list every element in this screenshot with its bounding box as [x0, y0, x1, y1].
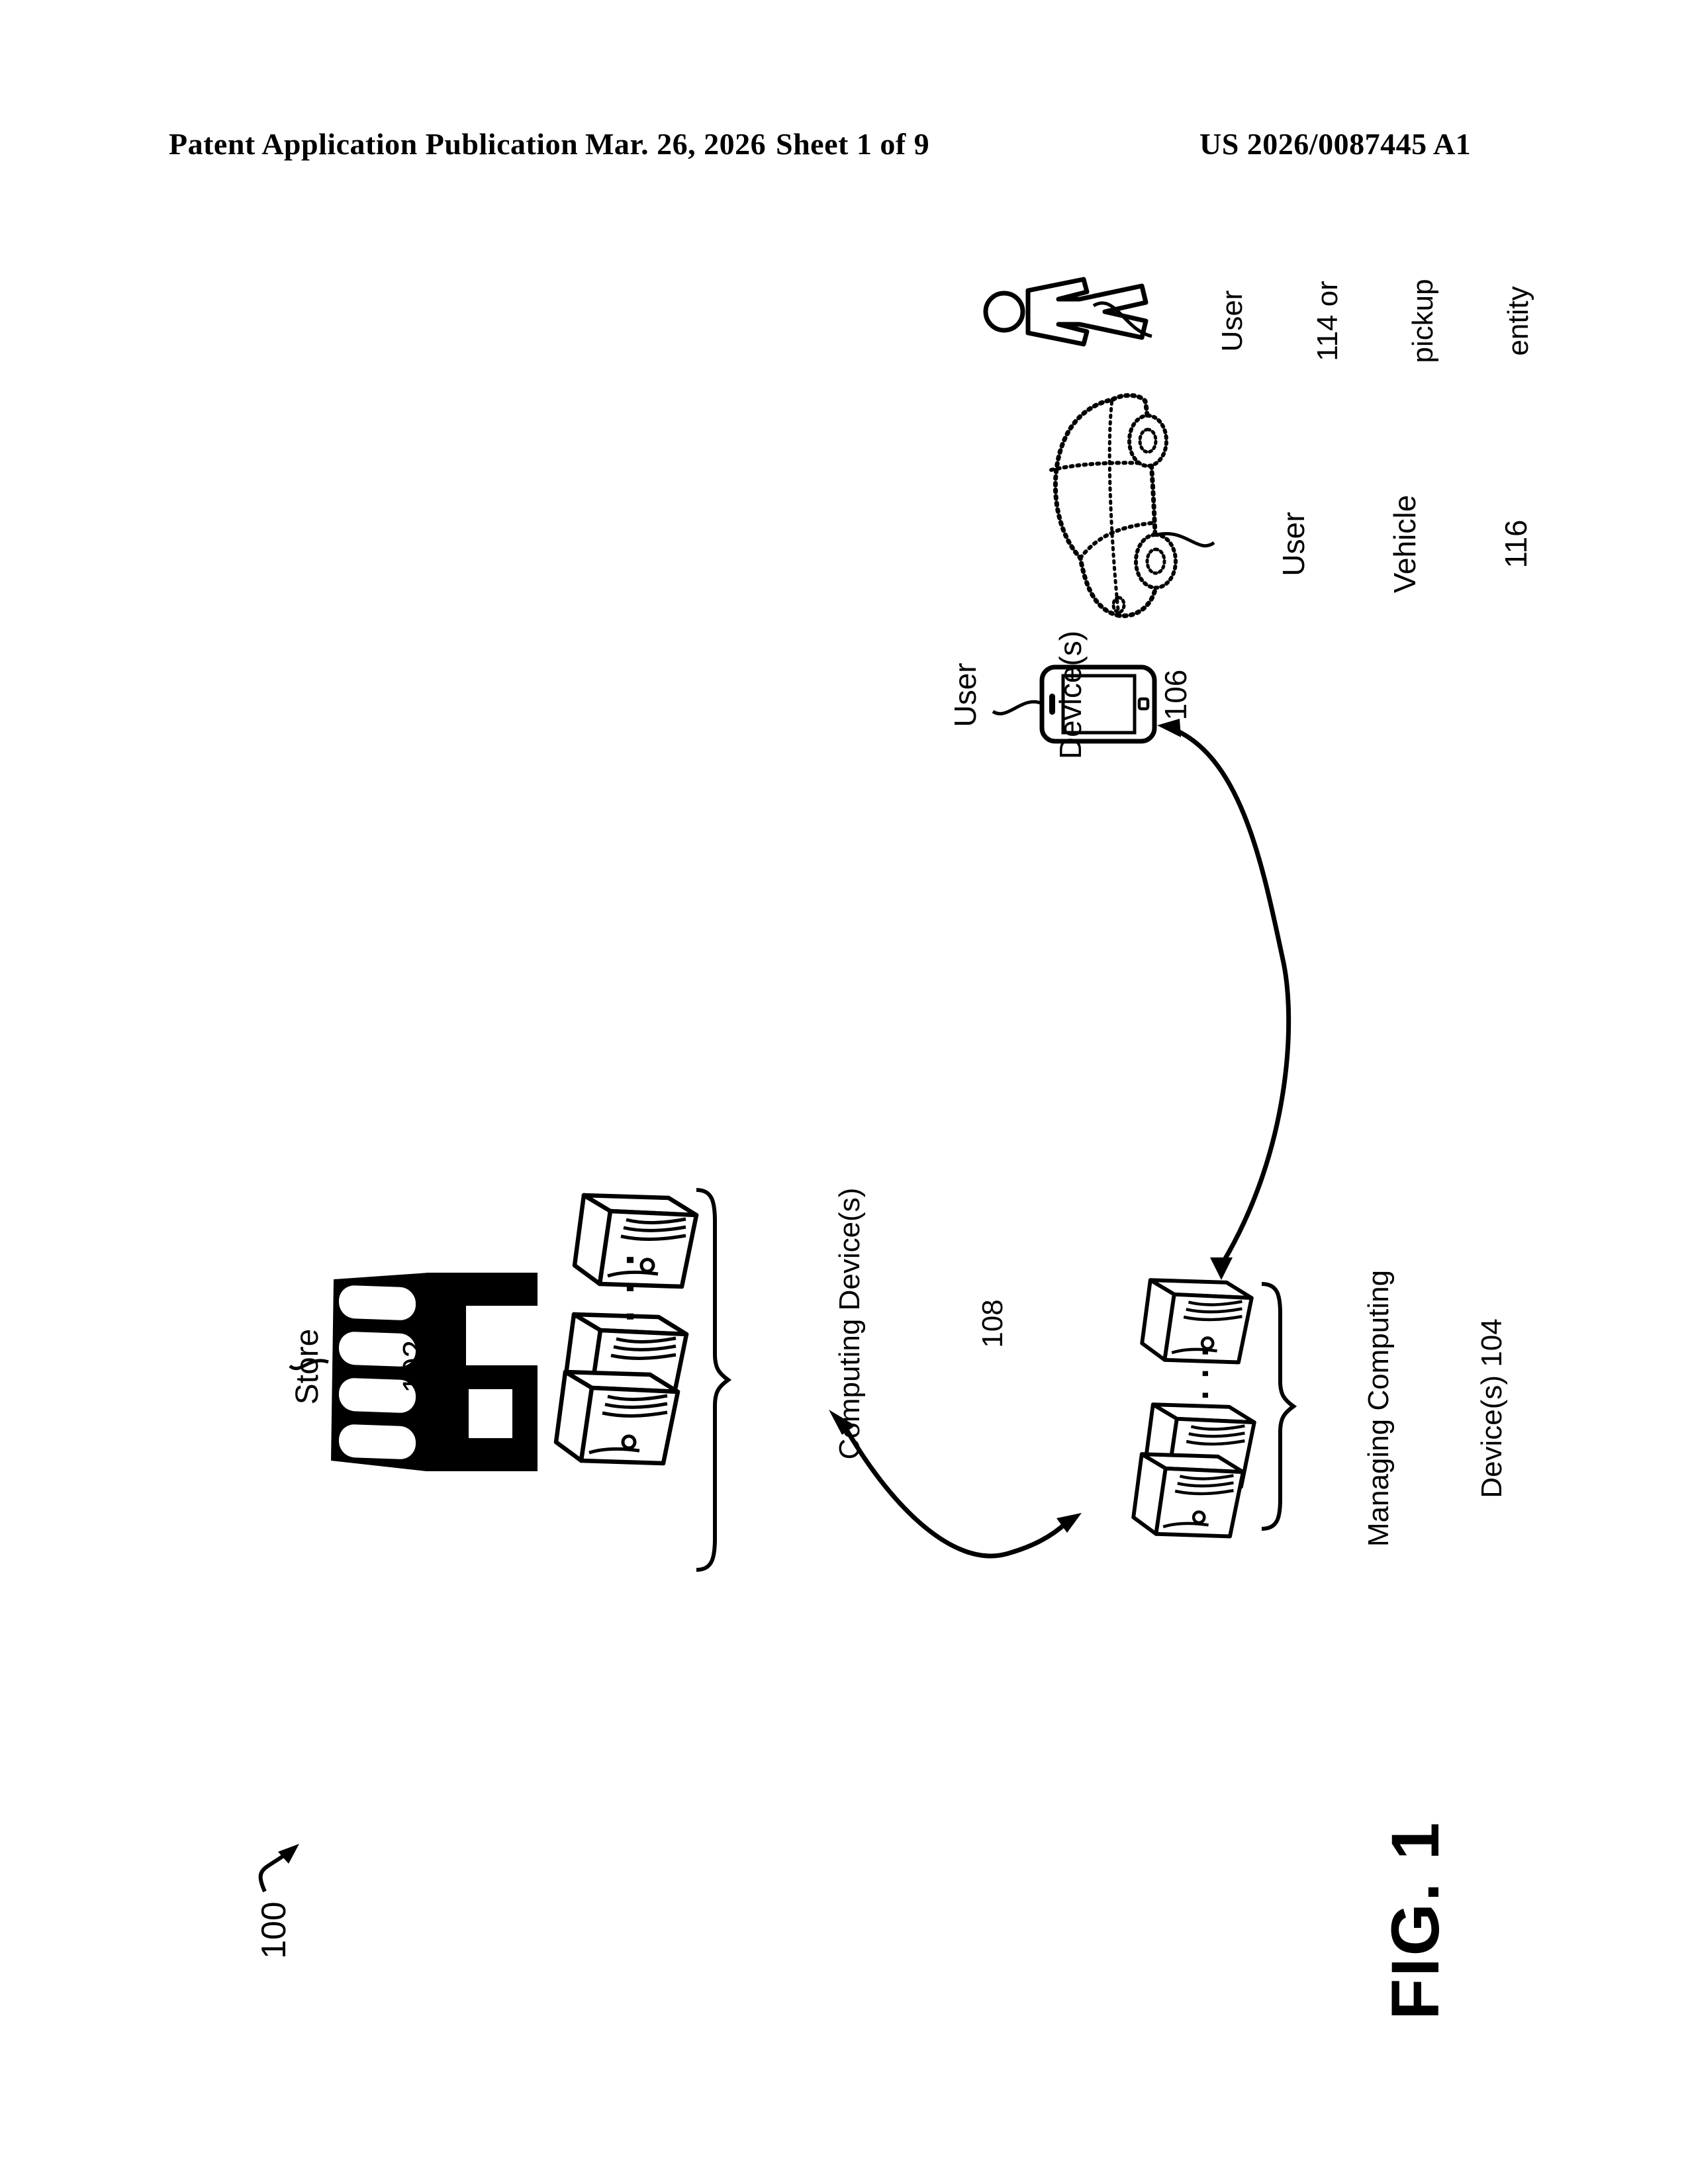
- phone-leader-line: [992, 700, 1043, 715]
- curly-brace-icon: [1261, 1282, 1297, 1531]
- user-person-label-line: User: [1216, 290, 1248, 352]
- user-device-label-line: User: [948, 662, 982, 727]
- server-box-icon: [556, 1372, 678, 1463]
- user-device-label-number: 106: [1158, 669, 1193, 721]
- user-vehicle-label: User Vehicle 116: [1201, 445, 1609, 643]
- computing-devices-label-line: Computing Device(s): [833, 1187, 866, 1460]
- smartphone-icon: [1039, 664, 1157, 744]
- user-vehicle-label-number: 116: [1499, 520, 1533, 569]
- system-reference-number: 100: [255, 1901, 293, 1959]
- store-label-number: 102: [397, 1340, 432, 1394]
- user-person-label-line: pickup: [1407, 279, 1439, 363]
- user-device-label-line: Device(s): [1053, 630, 1088, 760]
- header-publication: Patent Application Publication: [169, 127, 579, 161]
- store-leader-line: [289, 1359, 329, 1371]
- person-icon: [983, 277, 1149, 347]
- server-box-icon: [1133, 1454, 1243, 1536]
- user-person-label-line: entity: [1502, 286, 1534, 356]
- computing-devices-label: Computing Device(s) 108: [731, 1158, 1112, 1489]
- double-headed-arrow: [829, 1410, 1082, 1559]
- header-date: Mar. 26, 2026: [585, 127, 767, 161]
- curly-brace-icon: [696, 1188, 732, 1572]
- reference-arrow: [258, 1844, 299, 1893]
- figure-label: FIG. 1: [1378, 1820, 1453, 2020]
- vehicle-leader-line: [1156, 531, 1215, 548]
- user-person-label-line: 114 or: [1311, 281, 1344, 361]
- user-vehicle-label-line: Vehicle: [1387, 494, 1422, 594]
- double-headed-arrow: [1157, 719, 1291, 1280]
- user-person-label: User 114 or pickup entity: [1153, 222, 1598, 420]
- header-patent-number: US 2026/0087445 A1: [1199, 127, 1472, 161]
- user-vehicle-label-line: User: [1276, 512, 1311, 576]
- car-icon: [1049, 393, 1178, 618]
- person-leader-line: [1092, 301, 1152, 338]
- store-label-line: Store: [290, 1328, 325, 1405]
- managing-devices-label-line: Managing Computing: [1362, 1269, 1395, 1547]
- computing-devices-label-number: 108: [976, 1299, 1009, 1348]
- storefront-icon: [331, 1273, 538, 1471]
- store-label: Store 102: [218, 1267, 504, 1466]
- managing-devices-label-number: Device(s) 104: [1476, 1318, 1508, 1498]
- managing-devices-label: Managing Computing Device(s) 104: [1284, 1243, 1586, 1574]
- header-sheet-number: Sheet 1 of 9: [776, 127, 930, 161]
- ellipsis-computing: ...: [600, 1242, 643, 1328]
- ellipsis-managing: ...: [1180, 1339, 1215, 1404]
